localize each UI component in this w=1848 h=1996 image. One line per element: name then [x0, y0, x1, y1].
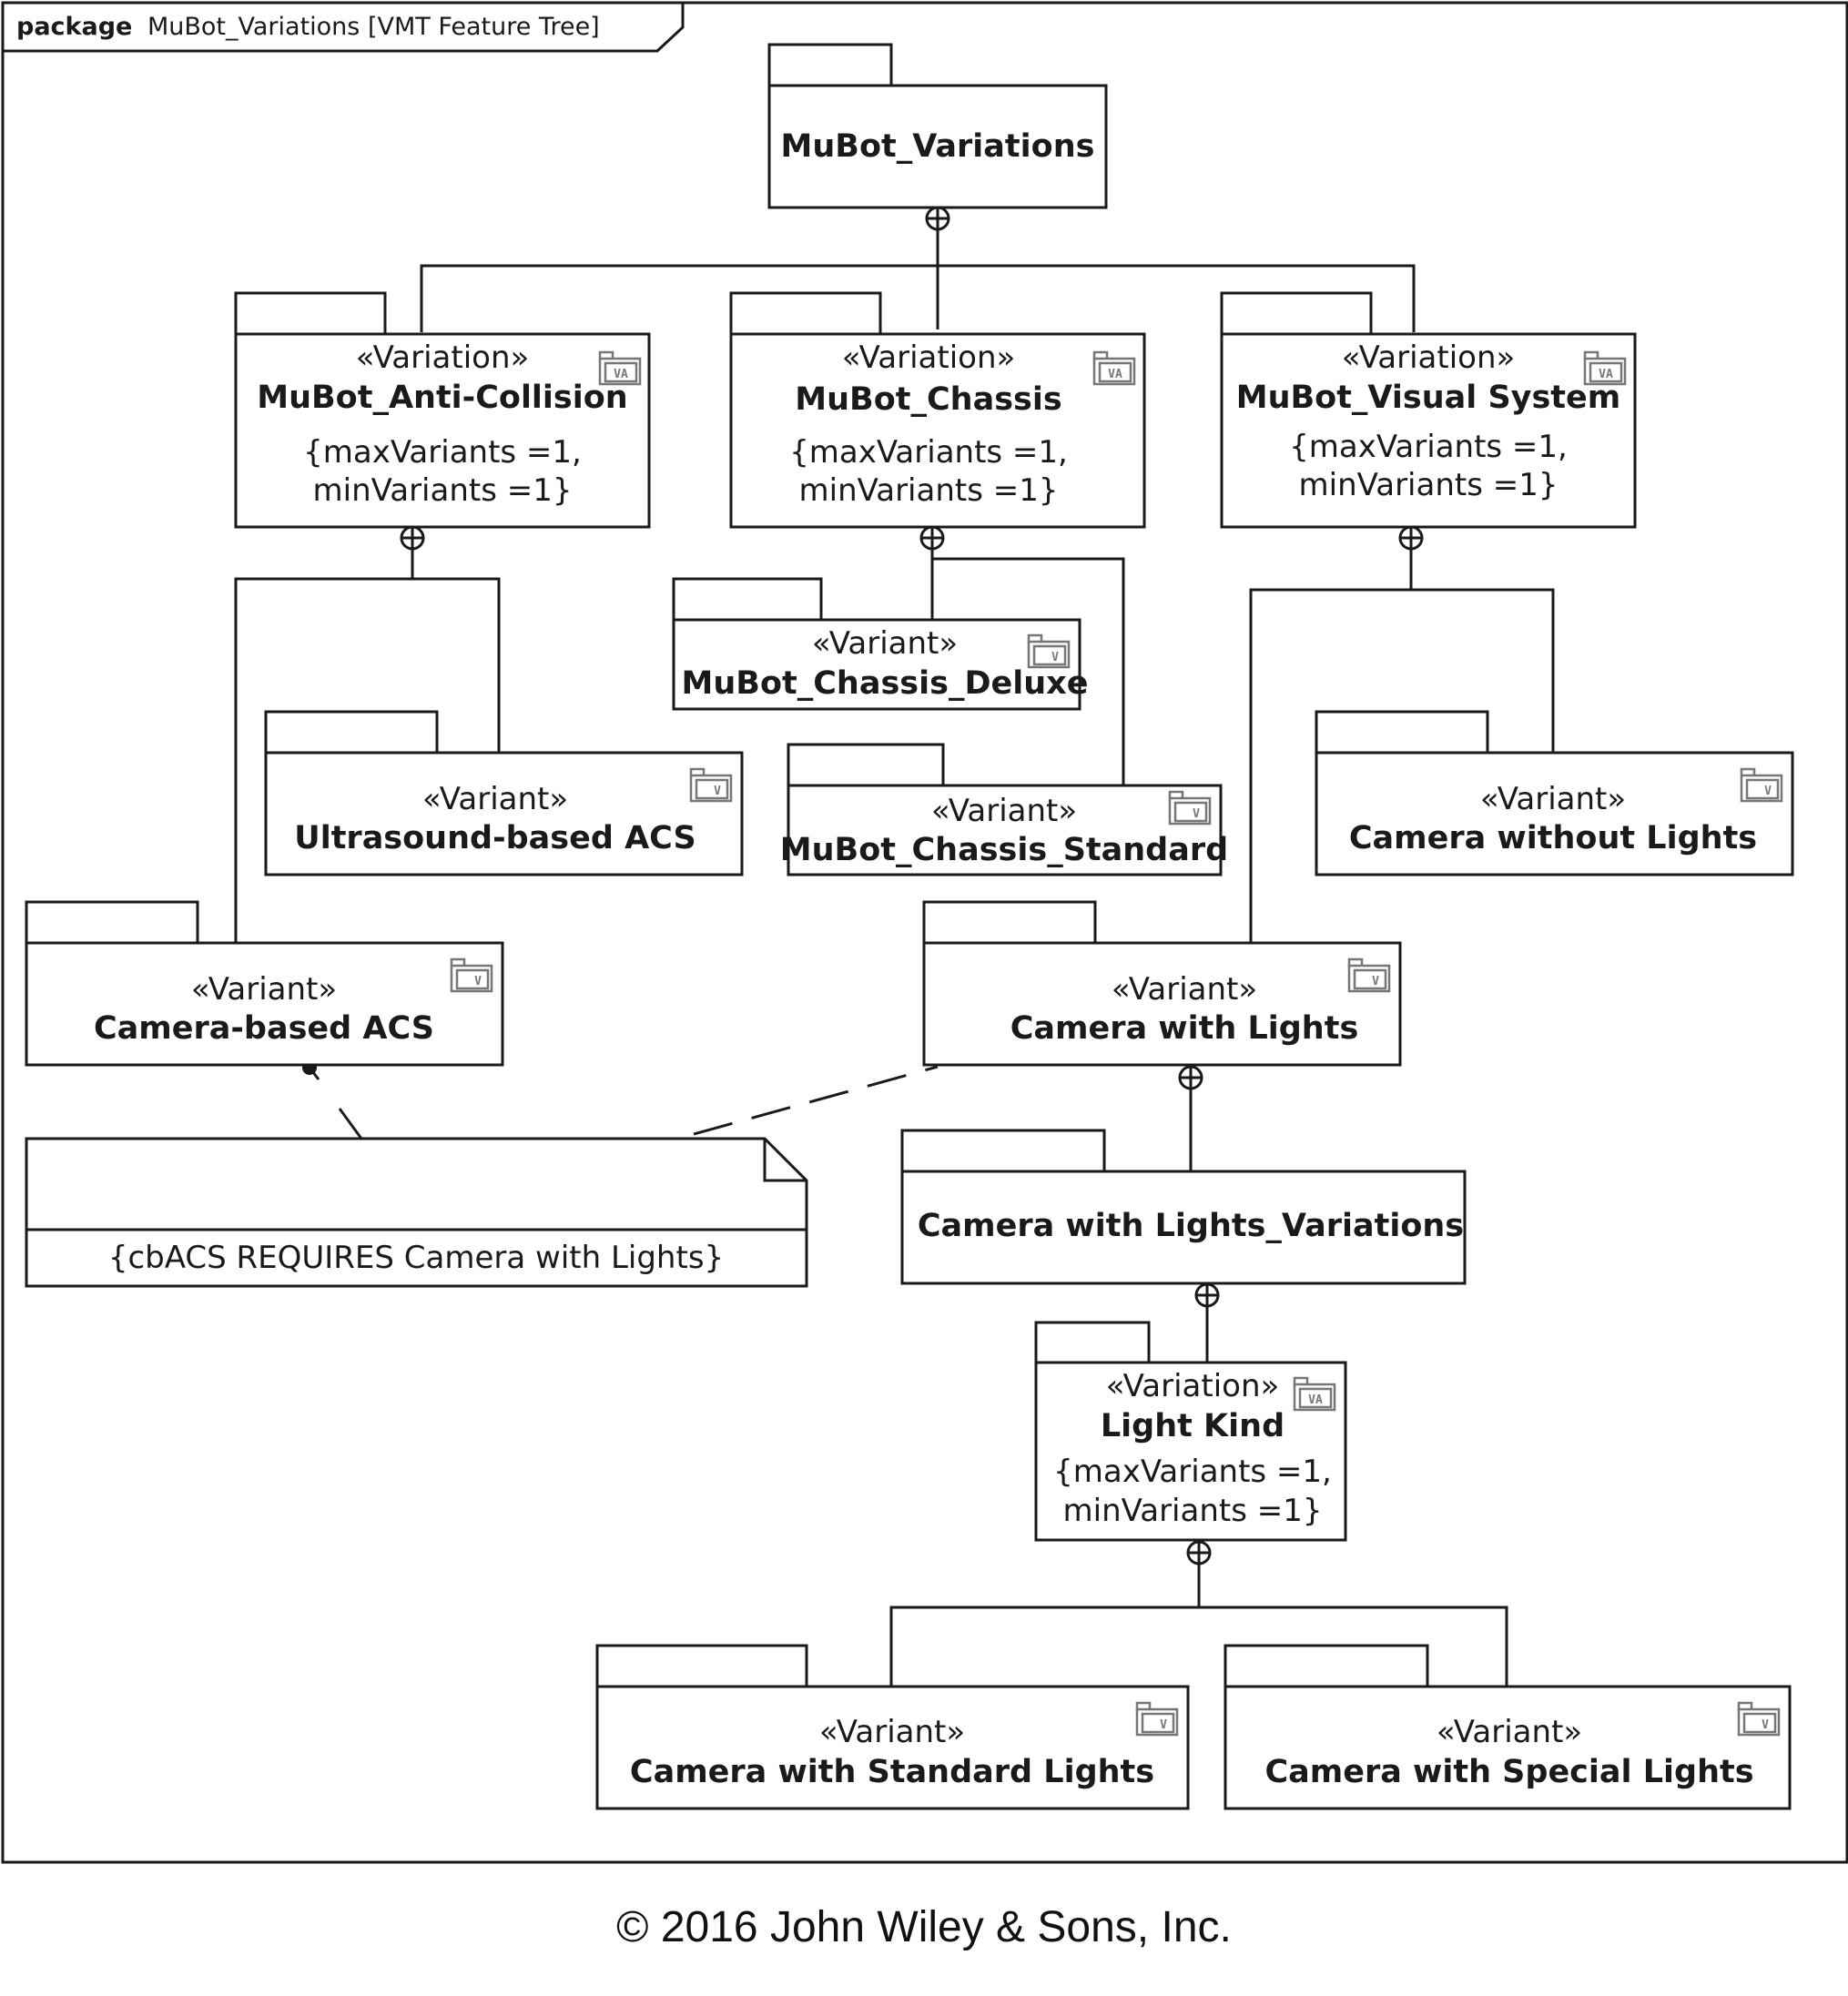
svg-text:V: V: [1160, 1718, 1167, 1732]
package-name: Ultrasound-based ACS: [294, 820, 696, 856]
containment-icon-visual: [1398, 525, 1424, 551]
package-chassis[interactable]: «Variation» MuBot_Chassis {maxVariants =…: [729, 291, 1146, 529]
stereotype-label: «Variant»: [191, 971, 337, 1008]
constraint-max: {maxVariants =1,: [789, 434, 1068, 471]
package-camera-with-lights[interactable]: «Variant» Camera with Lights V: [922, 900, 1402, 1067]
constraint-max: {maxVariants =1,: [303, 434, 582, 471]
svg-text:V: V: [474, 975, 482, 988]
package-camera-based-acs[interactable]: «Variant» Camera-based ACS V: [25, 900, 504, 1067]
stereotype-label: «Variation»: [1106, 1368, 1280, 1404]
stereotype-label: «Variation»: [356, 339, 530, 376]
package-camera-special-lights[interactable]: «Variant» Camera with Special Lights V: [1224, 1644, 1792, 1810]
containment-icon-anticollision: [400, 525, 425, 551]
svg-text:V: V: [714, 785, 721, 798]
connector-visual-camera-lights: [1249, 539, 1413, 943]
package-name: Camera without Lights: [1349, 820, 1757, 856]
package-camera-standard-lights[interactable]: «Variant» Camera with Standard Lights V: [595, 1644, 1190, 1810]
svg-text:VA: VA: [1108, 368, 1122, 381]
stereotype-label: «Variant»: [819, 1714, 965, 1750]
package-name: Camera-based ACS: [94, 1010, 434, 1047]
package-name: MuBot_Visual System: [1236, 380, 1621, 416]
copyright-text: © 2016 John Wiley & Sons, Inc.: [616, 1903, 1232, 1951]
package-light-kind[interactable]: «Variation» Light Kind {maxVariants =1, …: [1034, 1321, 1347, 1542]
note-dashed-link: [693, 1065, 939, 1136]
package-name: Camera with Lights_Variations: [918, 1208, 1464, 1244]
containment-icon-lightkind: [1186, 1540, 1212, 1565]
constraint-min: minVariants =1}: [1063, 1493, 1323, 1529]
svg-text:V: V: [1372, 975, 1379, 988]
variant-icon: V: [1168, 790, 1212, 826]
variation-icon: VA: [1583, 350, 1627, 386]
svg-text:package MuBot_Variations: package MuBot_Variations [VMT Feature Tr…: [16, 13, 600, 41]
containment-icon-root: [925, 206, 950, 231]
package-anti-collision[interactable]: «Variation» MuBot_Anti-Collision {maxVar…: [234, 291, 651, 529]
package-name: MuBot_Chassis_Deluxe: [682, 665, 1089, 702]
containment-icon-camera-lights: [1178, 1065, 1203, 1090]
constraint-min: minVariants =1}: [1299, 467, 1559, 503]
stereotype-label: «Variant»: [1437, 1714, 1582, 1750]
connector-lightkind-variants: [889, 1606, 1508, 1687]
package-name: MuBot_Variations: [781, 128, 1095, 165]
variation-icon: VA: [1092, 350, 1136, 386]
variant-icon: V: [1135, 1701, 1179, 1737]
connector-anticollision-camera-acs: [234, 539, 414, 943]
note-text: {cbACS REQUIRES Camera with Lights}: [108, 1240, 724, 1276]
constraint-max: {maxVariants =1,: [1289, 429, 1568, 465]
stereotype-label: «Variant»: [931, 793, 1077, 829]
package-visual-system[interactable]: «Variation» MuBot_Visual System {maxVari…: [1220, 291, 1637, 529]
variant-icon: V: [1740, 767, 1783, 803]
connectors: [234, 208, 1555, 1687]
package-chassis-deluxe[interactable]: «Variant» MuBot_Chassis_Deluxe V: [672, 577, 1089, 711]
variant-icon: V: [1027, 633, 1071, 669]
constraint-min: minVariants =1}: [799, 472, 1059, 509]
package-name: Camera with Lights: [1010, 1010, 1359, 1047]
svg-text:V: V: [1193, 807, 1200, 821]
stereotype-label: «Variant»: [1112, 971, 1257, 1008]
stereotype-label: «Variant»: [422, 781, 568, 817]
containment-icon-chassis: [919, 525, 945, 551]
stereotype-label: «Variant»: [812, 625, 958, 662]
package-ultrasound-acs[interactable]: «Variant» Ultrasound-based ACS V: [264, 710, 744, 876]
stereotype-label: «Variation»: [842, 339, 1016, 376]
stereotype-label: «Variant»: [1480, 781, 1626, 817]
package-chassis-standard[interactable]: «Variant» MuBot_Chassis_Standard V: [780, 743, 1228, 876]
svg-text:VA: VA: [614, 368, 628, 381]
svg-text:V: V: [1051, 651, 1059, 664]
variant-icon: V: [1737, 1701, 1781, 1737]
connector-visual-camera-no-lights: [1411, 588, 1555, 752]
package-name: Camera with Special Lights: [1264, 1754, 1753, 1790]
package-name: Light Kind: [1101, 1408, 1284, 1444]
variant-icon: V: [1347, 957, 1391, 993]
package-mubot-variations[interactable]: MuBot_Variations: [767, 43, 1108, 209]
package-name: MuBot_Chassis_Standard: [780, 832, 1228, 868]
containment-symbols: [400, 206, 1424, 1565]
constraint-max: {maxVariants =1,: [1053, 1454, 1332, 1490]
variant-icon: V: [450, 957, 493, 993]
svg-text:V: V: [1764, 785, 1772, 798]
package-camera-lights-variations[interactable]: Camera with Lights_Variations: [900, 1129, 1467, 1285]
package-name: MuBot_Anti-Collision: [257, 380, 627, 416]
stereotype-label: «Variation»: [1342, 339, 1516, 376]
constraint-min: minVariants =1}: [313, 472, 573, 509]
connector-anticollision-ultrasound: [412, 577, 501, 752]
package-name: Camera with Standard Lights: [630, 1754, 1154, 1790]
svg-text:VA: VA: [1308, 1393, 1323, 1407]
package-camera-without-lights[interactable]: «Variant» Camera without Lights V: [1315, 710, 1794, 876]
svg-text:V: V: [1762, 1718, 1769, 1732]
svg-text:VA: VA: [1599, 368, 1613, 381]
constraint-note[interactable]: {cbACS REQUIRES Camera with Lights}: [25, 1137, 808, 1288]
variant-icon: V: [689, 767, 733, 803]
frame-name: MuBot_Variations [VMT Feature Tree]: [147, 13, 600, 41]
variation-icon: VA: [1293, 1376, 1336, 1412]
package-name: MuBot_Chassis: [795, 381, 1061, 418]
variation-icon: VA: [598, 350, 642, 386]
connector-root-branches: [420, 264, 1416, 332]
containment-icon-variations: [1194, 1282, 1220, 1308]
frame-keyword: package: [16, 13, 132, 41]
connector-chassis-standard: [932, 557, 1125, 785]
